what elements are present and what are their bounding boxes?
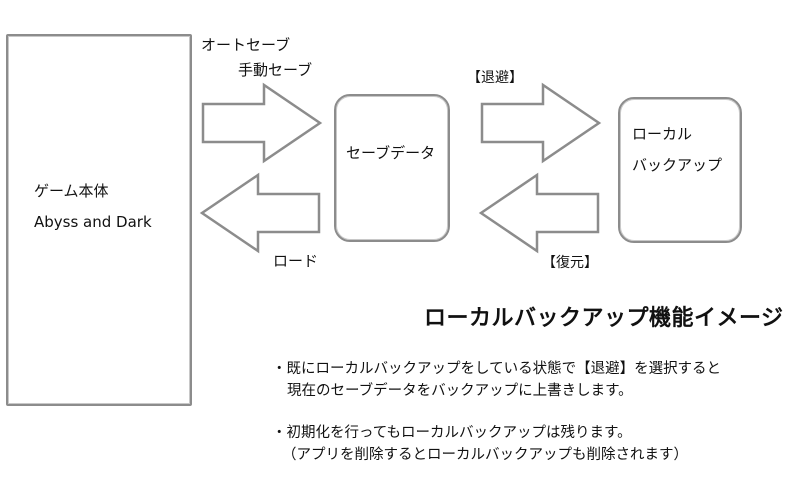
note-1-line-1: ・既にローカルバックアップをしている状態で【退避】を選択すると	[272, 361, 722, 377]
game-box-subtitle: Abyss and Dark	[34, 213, 152, 231]
restore-label: 【復元】	[542, 255, 598, 271]
note-1-line-2: 現在のセーブデータをバックアップに上書きします。	[287, 383, 633, 399]
local-backup-line2: バックアップ	[632, 156, 723, 174]
backup-label: 【退避】	[467, 70, 523, 86]
restore-arrow-icon	[478, 172, 600, 254]
backup-arrow-icon	[480, 82, 602, 164]
manual-save-label: 手動セーブ	[238, 61, 313, 79]
save-data-label: セーブデータ	[346, 144, 436, 162]
load-arrow-icon	[199, 172, 321, 254]
game-box-title: ゲーム本体	[34, 182, 109, 200]
game-box: ゲーム本体 Abyss and Dark	[6, 34, 192, 406]
load-label: ロード	[273, 252, 319, 270]
local-backup-line1: ローカル	[632, 125, 693, 143]
save-data-box: セーブデータ	[334, 94, 450, 242]
save-arrow-icon	[201, 82, 323, 164]
note-2-line-2: （アプリを削除するとローカルバックアップも削除されます）	[282, 447, 688, 463]
auto-save-label: オートセーブ	[201, 36, 291, 54]
note-2-line-1: ・初期化を行ってもローカルバックアップは残ります。	[272, 425, 632, 441]
feature-title: ローカルバックアップ機能イメージ	[424, 306, 784, 331]
local-backup-box: ローカル バックアップ	[618, 97, 742, 243]
notes: ・既にローカルバックアップをしている状態で【退避】を選択すると 現在のセーブデー…	[272, 358, 721, 466]
